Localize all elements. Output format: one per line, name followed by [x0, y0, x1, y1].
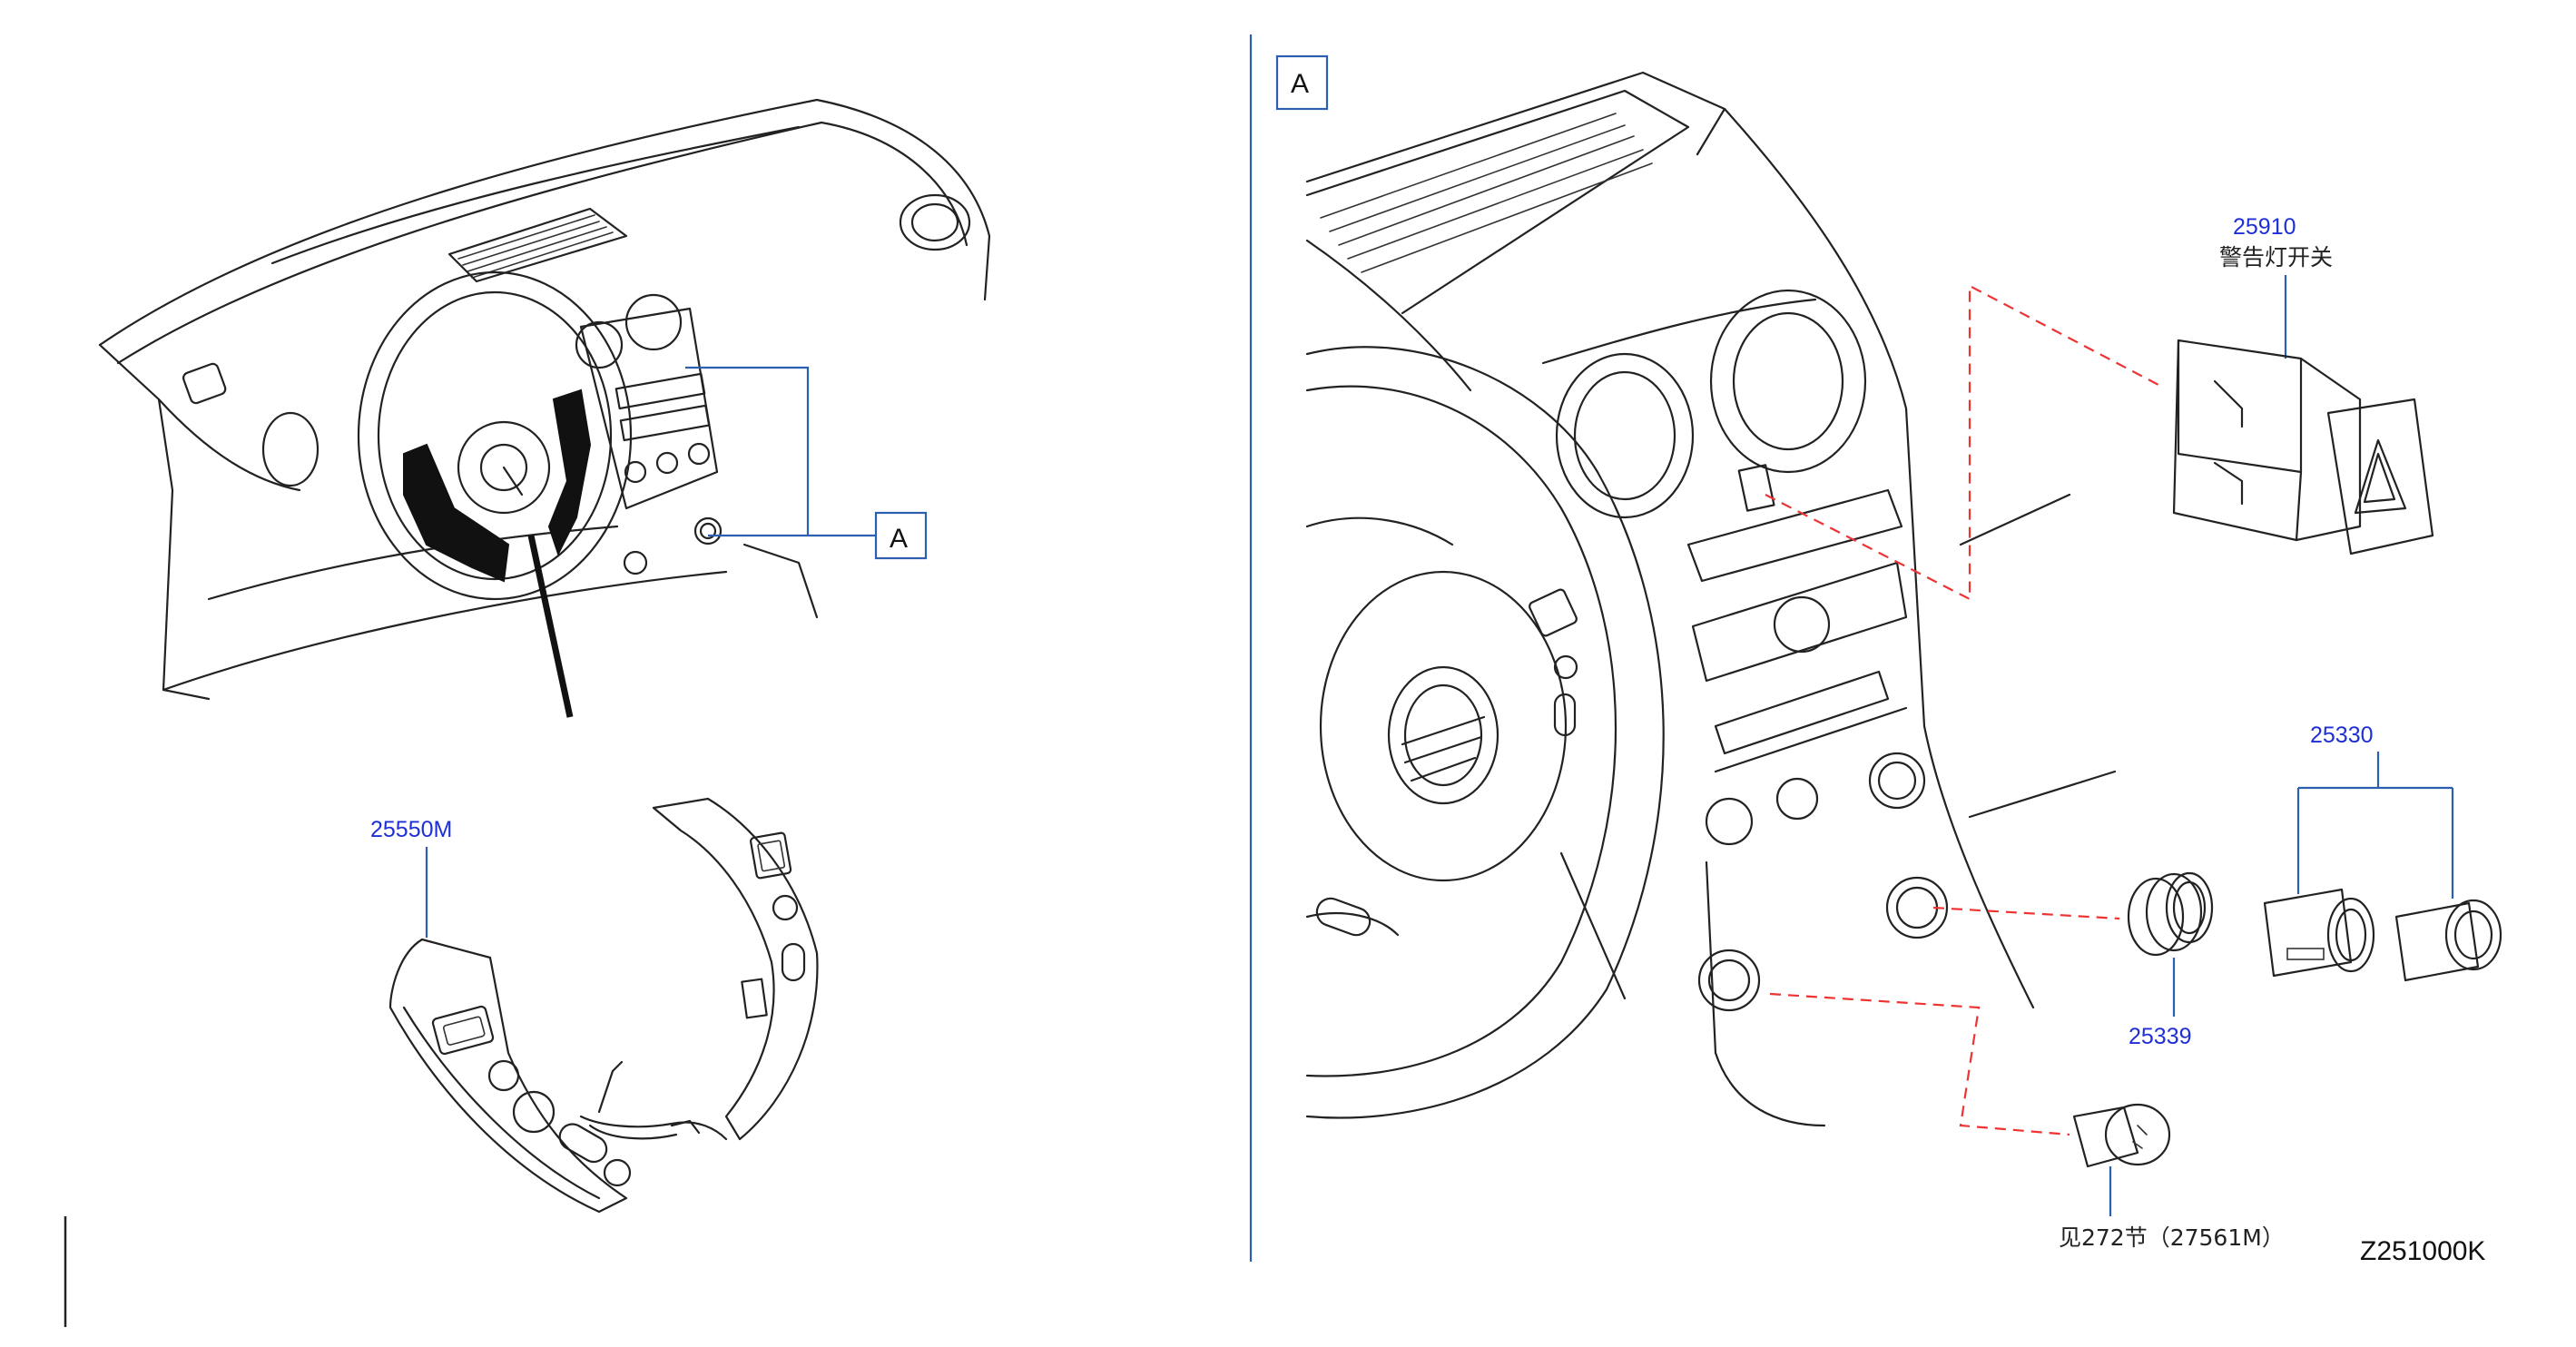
lighter-part: 25330 — [2263, 723, 2502, 982]
part-number-25910: 25910 — [2233, 214, 2296, 240]
socket-ring-part: 25339 — [1932, 871, 2214, 1049]
hazard-switch-part: 25910 警告灯开关 — [1765, 214, 2434, 601]
part-number-25339: 25339 — [2129, 1024, 2192, 1049]
part-number-25330: 25330 — [2310, 723, 2374, 748]
detail-a-dashboard-drawing — [1305, 71, 2117, 1127]
part-name-25910: 警告灯开关 — [2219, 244, 2333, 270]
reference-text-27561m: 见272节（27561M） — [2059, 1224, 2285, 1251]
part-number-25550m: 25550M — [370, 817, 452, 842]
steering-switch-part-drawing: 25550M — [370, 797, 819, 1214]
dashboard-overview-drawing: A — [98, 98, 991, 718]
callout-box-a-left: A — [890, 524, 908, 554]
drawing-code: Z251000K — [2360, 1236, 2485, 1266]
callout-box-a-right: A — [1291, 69, 1309, 99]
reference-switch-part: 见272节（27561M） — [1769, 992, 2285, 1251]
